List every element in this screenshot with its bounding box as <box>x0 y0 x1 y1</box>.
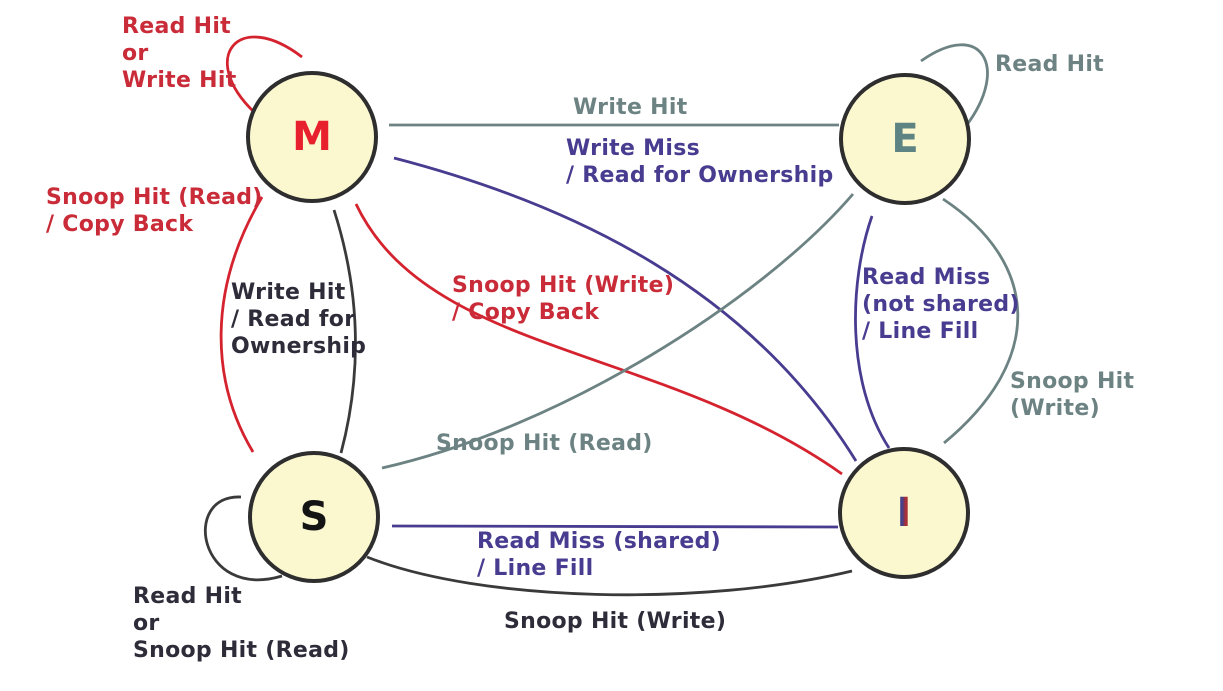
label-m-self-read-or-write-hit: Read Hit or Write Hit <box>122 14 237 93</box>
edge-s-to-i <box>366 555 853 597</box>
label-e-to-s-snoop-hit-read: Snoop Hit (Read) <box>436 431 653 456</box>
label-e-to-i-snoop-hit-write: Snoop Hit (Write) <box>1010 369 1135 421</box>
state-letter-i: I <box>896 490 912 536</box>
edge-e-self-loop <box>920 43 989 127</box>
edge-m-self-loop <box>225 35 303 114</box>
edge-e-to-i <box>942 197 1020 445</box>
edge-s-to-m <box>332 209 357 454</box>
label-i-to-s-read-miss-shared: Read Miss (shared) / Line Fill <box>477 529 722 581</box>
label-s-to-m-write-hit: Write Hit / Read for Ownership <box>231 280 367 359</box>
label-s-to-i-snoop-hit-write: Snoop Hit (Write) <box>504 609 727 634</box>
state-node-invalid: I <box>838 447 970 579</box>
edge-m-to-s <box>219 196 264 453</box>
label-m-to-i-snoop-hit-write: Snoop Hit (Write) / Copy Back <box>452 273 675 325</box>
edge-i-to-s <box>391 524 839 529</box>
label-s-self-read-hit-snoop: Read Hit or Snoop Hit (Read) <box>133 584 350 663</box>
edge-i-to-e <box>854 215 891 449</box>
label-m-to-s-snoop-hit-read: Snoop Hit (Read) / Copy Back <box>46 185 263 237</box>
label-i-to-e-read-miss: Read Miss (not shared) / Line Fill <box>862 265 1020 344</box>
state-node-exclusive: E <box>839 73 971 205</box>
label-i-to-m-write-miss: Write Miss / Read for Ownership <box>566 136 834 188</box>
state-node-shared: S <box>248 451 380 583</box>
edge-s-self-loop <box>203 495 283 582</box>
state-letter-e: E <box>891 116 919 162</box>
edge-m-to-i <box>354 203 843 476</box>
label-e-self-read-hit: Read Hit <box>995 52 1104 77</box>
state-node-modified: M <box>246 71 378 203</box>
label-e-to-m-write-hit: Write Hit <box>573 95 688 120</box>
state-letter-s: S <box>299 494 329 540</box>
edge-e-to-s <box>381 193 855 470</box>
state-letter-m: M <box>292 114 332 160</box>
edge-i-to-m <box>393 156 858 462</box>
